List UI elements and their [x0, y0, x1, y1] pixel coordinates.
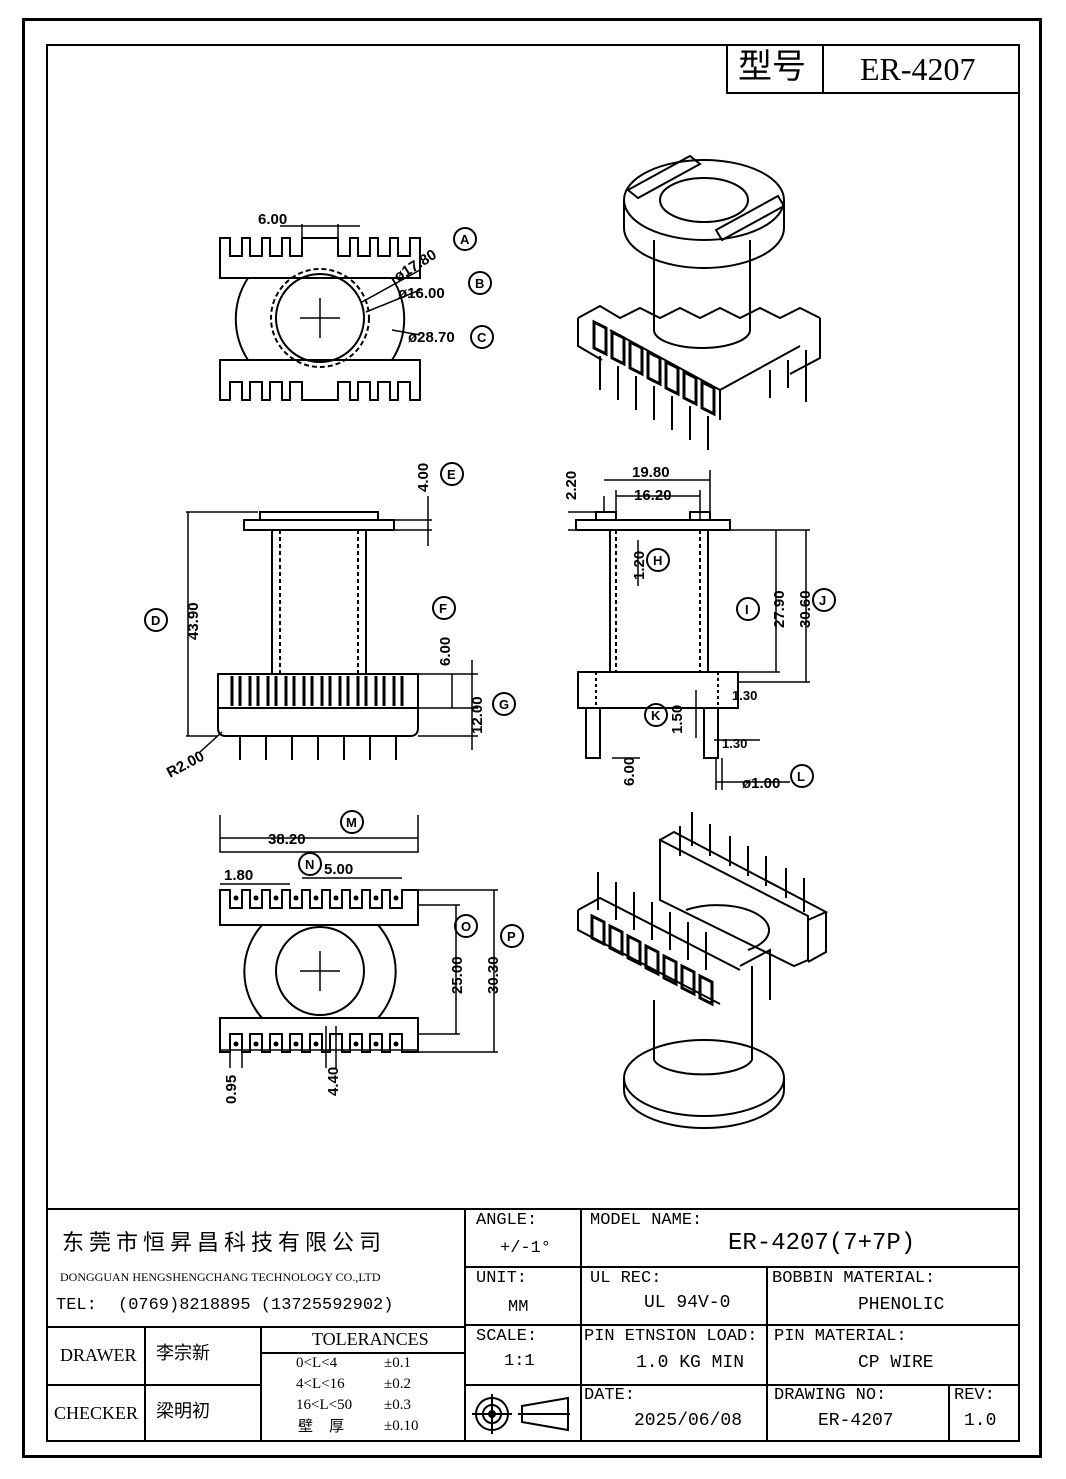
model-header: ER-4207 — [860, 51, 976, 87]
label-J: J — [819, 593, 826, 608]
dim-6-00-side: 6.00 — [437, 637, 454, 666]
label-C: C — [477, 330, 487, 345]
label-M: M — [346, 815, 357, 830]
dim-4-40: 4.40 — [325, 1067, 342, 1096]
angle-label: ANGLE: — [476, 1211, 538, 1230]
ul-rec-value: UL 94V-0 — [644, 1293, 731, 1313]
scale-label: SCALE: — [476, 1327, 538, 1346]
date-label: DATE: — [584, 1386, 636, 1405]
dim-r2-00: R2.00 — [164, 748, 207, 782]
drawing-no-label: DRAWING NO: — [774, 1386, 887, 1405]
tolerance-range-4: 壁 厚 — [298, 1418, 351, 1435]
dim-0-95: 0.95 — [223, 1075, 240, 1104]
dim-d16-00: ø16.00 — [398, 285, 445, 302]
dim-d28-70: ø28.70 — [408, 329, 455, 346]
iso-view-lower — [577, 812, 829, 1129]
front-view — [568, 470, 836, 790]
bobbin-material-label: BOBBIN MATERIAL: — [772, 1269, 936, 1288]
dim-5-00: 5.00 — [324, 861, 353, 878]
pin-material-label: PIN MATERIAL: — [774, 1327, 907, 1346]
projection-symbol — [472, 1394, 570, 1434]
label-L: L — [797, 769, 805, 784]
dim-6-00: 6.00 — [258, 211, 287, 228]
rev-value: 1.0 — [964, 1411, 997, 1431]
dim-1-30-b: 1.30 — [722, 736, 747, 751]
dim-1-80: 1.80 — [224, 867, 253, 884]
pin-material-value: CP WIRE — [858, 1353, 934, 1373]
tolerance-value-2: ±0.2 — [384, 1376, 411, 1392]
model-name-value: ER-4207(7+7P) — [728, 1230, 916, 1257]
label-F: F — [439, 601, 447, 616]
dim-38-20: 38.20 — [268, 831, 306, 848]
tel-value: (0769)8218895 (13725592902) — [118, 1296, 394, 1315]
pin-tension-label: PIN ETNSION LOAD: — [584, 1327, 758, 1346]
side-view — [144, 462, 516, 760]
ul-rec-label: UL REC: — [590, 1269, 662, 1288]
iso-view-upper — [577, 154, 821, 450]
top-view — [219, 224, 494, 401]
checker-label: CHECKER — [54, 1403, 139, 1423]
dim-1-30-a: 1.30 — [732, 688, 757, 703]
bobbin-material-value: PHENOLIC — [858, 1295, 945, 1315]
label-E: E — [447, 467, 456, 482]
label-D: D — [151, 613, 160, 628]
angle-value: +/-1° — [500, 1239, 552, 1258]
label-A: A — [460, 232, 470, 247]
label-I: I — [745, 602, 749, 617]
drawing-no-value: ER-4207 — [818, 1411, 894, 1431]
dim-25-00: 25.00 — [449, 956, 466, 994]
tolerance-value-4: ±0.10 — [384, 1418, 419, 1434]
dim-6-00-front: 6.00 — [621, 757, 638, 786]
dim-d1-00: ø1.00 — [742, 775, 780, 792]
tolerance-range-2: 4<L<16 — [296, 1376, 345, 1392]
dim-2-20: 2.20 — [563, 471, 580, 500]
label-G: G — [499, 697, 509, 712]
checker-name: 梁明初 — [156, 1401, 210, 1421]
drawing-outer-frame — [22, 18, 1042, 1458]
dim-4-00: 4.00 — [415, 463, 432, 492]
dim-30-60: 30.60 — [797, 590, 814, 628]
model-name-label: MODEL NAME: — [590, 1211, 703, 1230]
label-B: B — [475, 276, 484, 291]
tolerance-range-3: 16<L<50 — [296, 1397, 353, 1413]
label-H: H — [653, 553, 662, 568]
dim-43-90: 43.90 — [185, 602, 202, 640]
company-name-cn: 东莞市恒昇昌科技有限公司 — [62, 1230, 387, 1255]
pin-tension-value: 1.0 KG MIN — [636, 1353, 745, 1373]
dim-1-50: 1.50 — [669, 705, 686, 734]
type-label: 型号 — [738, 49, 806, 86]
technical-drawing: 6.00 ø17.80 ø16.00 ø28.70 A B C 4.00 43.… — [144, 154, 836, 1129]
date-value: 2025/06/08 — [634, 1411, 743, 1431]
drawer-name: 李宗新 — [156, 1343, 210, 1363]
tel-label: TEL: — [56, 1296, 97, 1315]
bottom-view — [219, 810, 524, 1068]
dim-1-20: 1.20 — [631, 551, 648, 580]
label-N: N — [305, 857, 314, 872]
tolerance-value-1: ±0.1 — [384, 1355, 411, 1371]
unit-value: MM — [508, 1298, 529, 1317]
scale-value: 1:1 — [504, 1352, 535, 1371]
tolerances-title: TOLERANCES — [312, 1329, 429, 1349]
tolerance-range-1: 0<L<4 — [296, 1355, 338, 1371]
dim-30-30: 30.30 — [485, 956, 502, 994]
dim-19-80: 19.80 — [632, 464, 670, 481]
unit-label: UNIT: — [476, 1269, 528, 1288]
drawing-inner-frame — [46, 44, 1020, 1442]
drawer-label: DRAWER — [60, 1345, 137, 1365]
rev-label: REV: — [954, 1386, 995, 1405]
tolerance-value-3: ±0.3 — [384, 1397, 411, 1413]
label-O: O — [461, 919, 471, 934]
company-name-en: DONGGUAN HENGSHENGCHANG TECHNOLOGY CO.,L… — [60, 1270, 381, 1284]
model-header-box — [726, 44, 1020, 94]
dim-16-20: 16.20 — [634, 487, 672, 504]
dim-27-90: 27.90 — [771, 590, 788, 628]
dim-12-00: 12.00 — [469, 696, 486, 734]
label-K: K — [651, 708, 661, 723]
label-P: P — [507, 929, 516, 944]
